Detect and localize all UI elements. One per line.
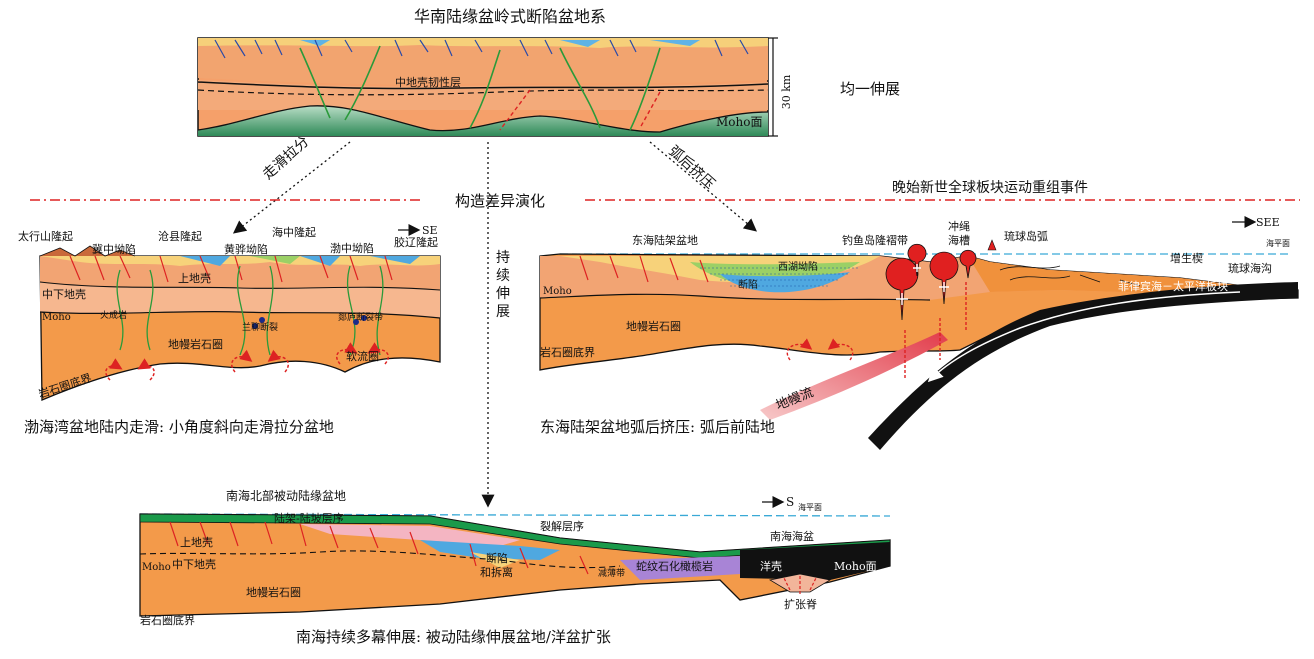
bh-igneous: 火成岩 — [100, 309, 127, 321]
bh-cangxian: 沧县隆起 — [158, 229, 202, 243]
nh-fault-detach-1: 断陷 — [486, 551, 508, 565]
divider: 构造差异演化 晚始新世全球板块运动重组事件 — [30, 179, 1300, 210]
bh-haizhong: 海中隆起 — [272, 225, 316, 239]
nh-moho-surface: Moho面 — [834, 560, 877, 573]
nh-moho: Moho — [142, 562, 171, 573]
back-arc-label: 弧后挤压 — [665, 143, 717, 192]
dh-ryukyu-arc: 琉球岛弧 — [1004, 229, 1048, 243]
middle-crust-label: 中地壳韧性层 — [395, 75, 461, 89]
bh-moho: Moho — [42, 312, 71, 323]
bh-tanlu: 郯庐断裂带 — [338, 311, 383, 323]
bh-mid-lower-crust: 中下地壳 — [42, 287, 86, 301]
nh-mantle: 地幔岩石圈 — [246, 585, 301, 599]
nh-ridge: 扩张脊 — [784, 597, 817, 611]
bh-mantle: 地幔岩石圈 — [168, 337, 223, 351]
nh-hyper: 减薄带 — [598, 567, 625, 579]
scale-label: 30 km — [780, 74, 793, 109]
bh-upper-crust: 上地壳 — [178, 271, 211, 285]
strike-slip-label: 走滑拉分 — [259, 133, 312, 183]
nh-fault-detach-2: 和拆离 — [480, 565, 513, 579]
nh-breakup: 裂解层序 — [540, 519, 584, 533]
bh-huanghua: 黄骅坳陷 — [224, 242, 268, 256]
bh-jizhong: 冀中坳陷 — [92, 242, 136, 256]
nh-title: 南海北部被动陆缘盆地 — [226, 488, 346, 503]
scale-bar: 30 km — [768, 37, 793, 137]
nanhai-panel: 南海北部被动陆缘盆地 S 海平面 陆架-陆坡层序 裂解层序 南海海盆 — [139, 488, 891, 627]
dh-accretion: 增生楔 — [1170, 251, 1203, 265]
nh-upper-crust: 上地壳 — [180, 535, 213, 549]
uniform-extension-label: 均一伸展 — [840, 80, 900, 98]
bohai-caption: 渤海湾盆地陆内走滑: 小角度斜向走滑拉分盆地 — [24, 418, 334, 436]
dh-moho: Moho — [543, 286, 572, 297]
bh-direction: SE — [422, 224, 438, 237]
dh-fault-depression: 断陷 — [738, 278, 758, 291]
dh-okinawa-1: 冲绳 — [948, 219, 970, 233]
nh-lab: 岩石圈底界 — [140, 613, 195, 627]
bh-taihang: 太行山隆起 — [18, 229, 73, 243]
dh-xihu: 西湖坳陷 — [778, 260, 818, 273]
dh-lab: 岩石圈底界 — [540, 345, 595, 359]
nh-sea-level: 海平面 — [798, 502, 822, 512]
nh-ocean-crust: 洋壳 — [760, 559, 782, 573]
strike-slip-arrow — [232, 141, 351, 234]
nanhai-caption: 南海持续多幕伸展: 被动陆缘伸展盆地/洋盆扩张 — [296, 628, 611, 646]
continued-extension-char: 伸 — [496, 286, 510, 302]
bh-bozhong: 渤中坳陷 — [330, 241, 374, 255]
nh-direction: S — [786, 495, 794, 509]
bh-jiaoliao: 胶辽隆起 — [394, 235, 438, 249]
moho-label-top: Moho面 — [716, 115, 762, 129]
donghai-panel: 东海陆架盆地 钓鱼岛隆褶带 冲绳 海槽 琉球岛弧 SEE 海平面 增生楔 琉球海… — [539, 216, 1299, 450]
nh-basin: 南海海盆 — [770, 529, 814, 543]
dh-plate: 菲律宾海－太平洋板块 — [1118, 279, 1228, 293]
donghai-caption: 东海陆架盆地弧后挤压: 弧后前陆地 — [540, 418, 775, 436]
continued-extension-label: 持续伸展 — [496, 250, 510, 320]
dh-diaoyu: 钓鱼岛隆褶带 — [842, 233, 908, 247]
top-title: 华南陆缘盆岭式断陷盆地系 — [414, 7, 606, 26]
continued-extension-char: 持 — [496, 250, 510, 266]
bh-astheno: 软流圈 — [346, 349, 379, 363]
divider-center-label: 构造差异演化 — [455, 192, 545, 210]
nh-mid-lower: 中下地壳 — [172, 557, 216, 571]
dh-mantle: 地幔岩石圈 — [626, 319, 681, 333]
bohai-panel: 太行山隆起 冀中坳陷 沧县隆起 黄骅坳陷 海中隆起 渤中坳陷 胶辽隆起 SE 上… — [18, 224, 441, 401]
continued-extension-char: 续 — [496, 267, 510, 284]
dh-volcano — [987, 239, 997, 251]
bh-lanliao: 兰聊断裂 — [242, 321, 278, 333]
nh-drift: 陆架-陆坡层序 — [274, 511, 344, 525]
dh-okinawa-2: 海槽 — [948, 233, 970, 247]
divider-right-label: 晚始新世全球板块运动重组事件 — [892, 179, 1088, 196]
dh-shelf: 东海陆架盆地 — [632, 233, 698, 247]
dh-trench: 琉球海沟 — [1228, 261, 1272, 275]
top-panel: 中地壳韧性层 Moho面 — [197, 37, 769, 137]
dh-direction: SEE — [1256, 216, 1280, 229]
continued-extension-char: 展 — [496, 304, 510, 320]
nh-serpentinite: 蛇纹石化橄榄岩 — [636, 559, 713, 573]
dh-sea-level: 海平面 — [1266, 238, 1290, 248]
